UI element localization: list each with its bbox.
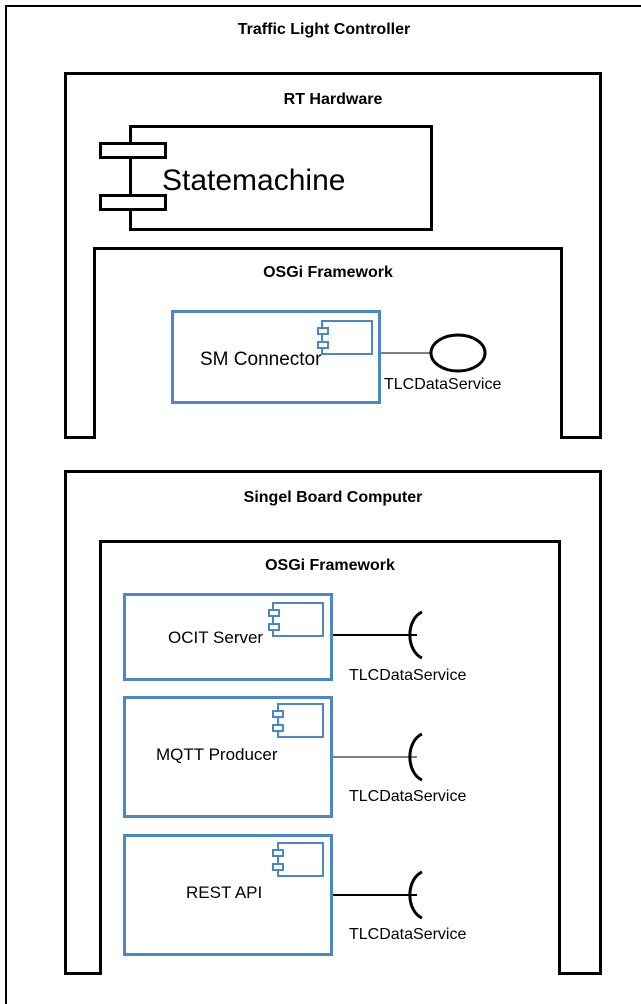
- rest-service-label: TLCDataService: [349, 926, 467, 943]
- statemachine-port-top: [99, 142, 167, 159]
- sbc-osgi-title: OSGi Framework: [265, 557, 395, 574]
- sm-connector-service-label: TLCDataService: [384, 376, 502, 393]
- component-icon: [317, 320, 373, 355]
- rt-osgi-title: OSGi Framework: [263, 264, 393, 281]
- ocit-service-label: TLCDataService: [349, 667, 467, 684]
- statemachine-component: Statemachine: [129, 125, 433, 231]
- mqtt-producer-label: MQTT Producer: [156, 745, 278, 764]
- statemachine-label: Statemachine: [162, 164, 346, 197]
- mqtt-producer-component: MQTT Producer: [123, 696, 333, 818]
- sm-connector-component: SM Connector: [171, 310, 381, 404]
- rest-api-label: REST API: [186, 883, 263, 902]
- rest-api-component: REST API: [123, 834, 333, 956]
- statemachine-port-bottom: [99, 194, 167, 211]
- ocit-server-label: OCIT Server: [168, 628, 264, 647]
- rt-hardware-title: RT Hardware: [283, 91, 383, 108]
- component-icon: [272, 703, 324, 738]
- component-icon: [268, 602, 324, 637]
- controller-title: Traffic Light Controller: [237, 21, 411, 38]
- mqtt-service-label: TLCDataService: [349, 788, 467, 805]
- sm-connector-label: SM Connector: [200, 349, 322, 370]
- component-icon: [272, 842, 324, 877]
- sbc-title: Singel Board Computer: [243, 489, 423, 506]
